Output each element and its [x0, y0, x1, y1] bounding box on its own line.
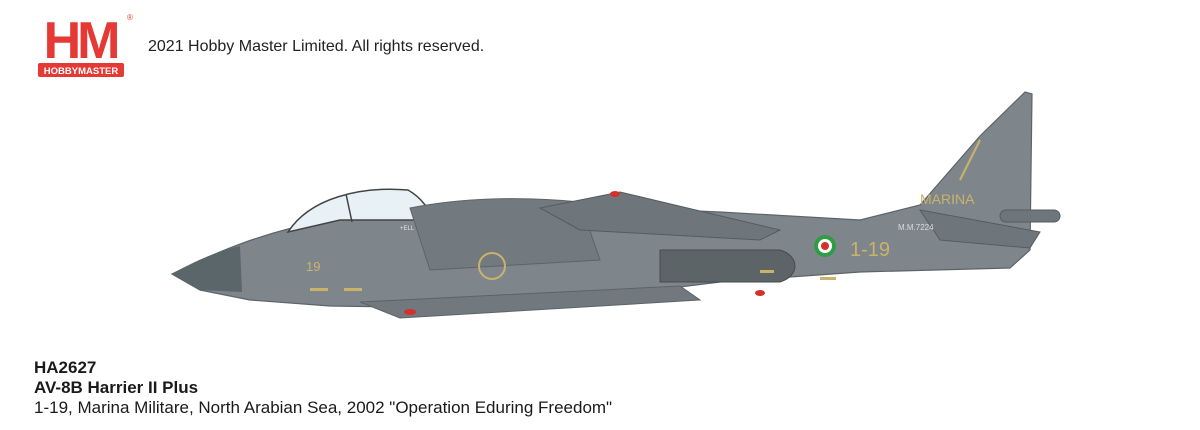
- registered-mark: ®: [127, 13, 133, 22]
- engine-pod: [659, 249, 796, 283]
- horizontal-stabilizer: [918, 209, 1041, 249]
- red-light: [404, 309, 416, 315]
- product-model: AV-8B Harrier II Plus: [34, 378, 199, 397]
- canopy-frame: [345, 193, 353, 223]
- red-light: [610, 191, 620, 197]
- aircraft-profile: MARINA M.M.7224 1-19 19 +ELL: [170, 91, 1061, 319]
- serial-number: M.M.7224: [898, 223, 934, 232]
- stencil-mark: [820, 277, 836, 280]
- navy-emblem: [478, 252, 506, 280]
- nose-number: 19: [306, 259, 320, 274]
- stencil-mark: [310, 288, 328, 291]
- product-code: HA2627: [34, 358, 97, 377]
- tail-stripe: [959, 139, 981, 181]
- wing: [538, 191, 782, 241]
- fuselage-number: 1-19: [850, 239, 890, 261]
- stencil-mark: [760, 270, 774, 273]
- roundel-inner: [821, 242, 829, 250]
- tail-marking: MARINA: [920, 191, 975, 207]
- logo-letters: HM: [44, 12, 118, 70]
- nose-cone: [172, 246, 242, 292]
- logo-banner: HOBBYMASTER: [44, 66, 119, 77]
- panel-marking: +ELL: [400, 226, 415, 232]
- product-description: 1-19, Marina Militare, North Arabian Sea…: [34, 398, 613, 417]
- stencil-mark: [344, 288, 362, 291]
- hobbymaster-logo: HM HOBBYMASTER ®: [38, 12, 133, 77]
- copyright-notice: 2021 Hobby Master Limited. All rights re…: [148, 38, 485, 55]
- product-caption: HA2627 AV-8B Harrier II Plus 1-19, Marin…: [34, 358, 612, 418]
- ventral-fairing: [359, 285, 702, 319]
- logo-banner-bg: [38, 63, 124, 77]
- red-light: [755, 290, 765, 296]
- tail-boom: [999, 209, 1061, 223]
